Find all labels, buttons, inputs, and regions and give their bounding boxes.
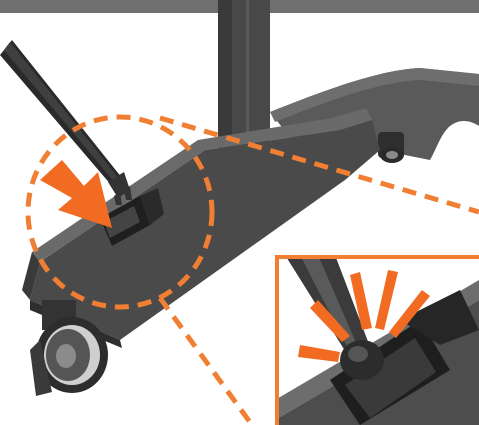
impact-ray-5 (389, 290, 430, 338)
front-caster (30, 300, 108, 396)
rear-caster (378, 132, 404, 163)
push-arrow-icon (40, 160, 112, 228)
zoom-inset (275, 255, 479, 425)
latch-mechanism (100, 188, 164, 246)
impact-ray-2 (310, 300, 350, 342)
callout-leader-top (159, 115, 479, 215)
callout-circle (25, 114, 215, 310)
stand-column (215, 0, 273, 162)
impact-ray-4 (375, 270, 398, 330)
callout-leader-bottom (157, 296, 255, 425)
impact-ray-3 (350, 272, 372, 330)
tool-rod (0, 40, 132, 205)
impact-ray-1 (298, 345, 340, 362)
